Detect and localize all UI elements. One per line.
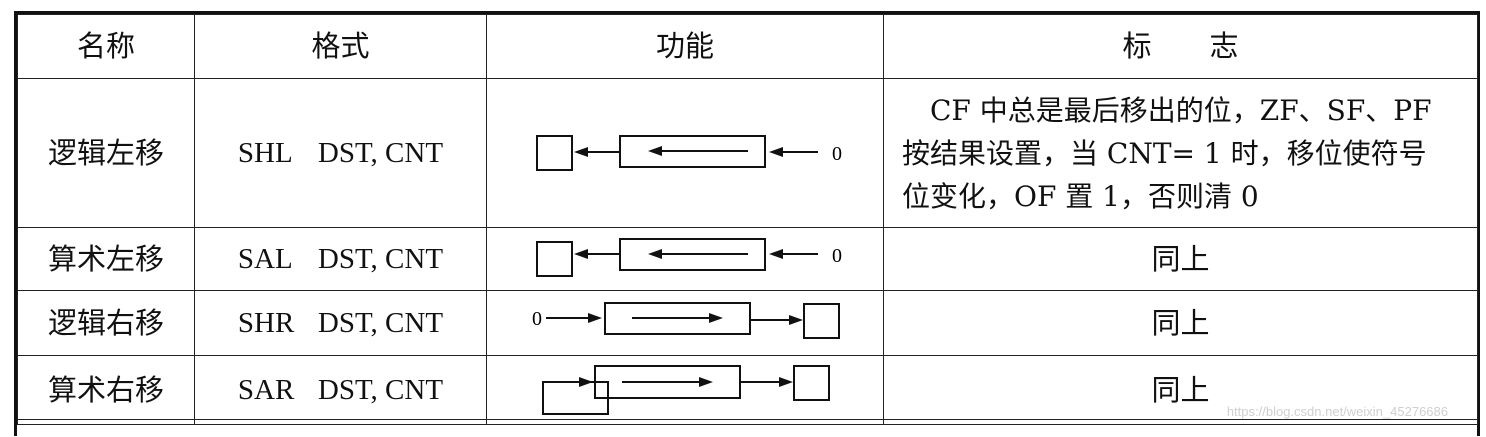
row-format: SHR DST, CNT — [194, 290, 487, 356]
table-bottom-edge — [17, 419, 1477, 437]
row-flags: CF 中总是最后移出的位，ZF、SF、PF 按结果设置，当 CNT= 1 时，移… — [883, 78, 1478, 228]
header-row: 名称 格式 功能 标 志 — [17, 14, 1478, 79]
row-args: DST, CNT — [317, 373, 444, 406]
zero-label: 0 — [532, 308, 542, 330]
row-op: SAL — [237, 242, 293, 275]
table-row: 算术左移 SAL DST, CNT 0 同上 — [17, 227, 1478, 291]
watermark: https://blog.csdn.net/weixin_45276686 — [1226, 404, 1448, 419]
header-format: 格式 — [194, 14, 487, 79]
row-args: DST, CNT — [317, 242, 444, 275]
shift-instructions-table: 名称 格式 功能 标 志 逻辑左移 SHL DST, CNT 0 — [17, 14, 1478, 425]
row-op: SAR — [237, 373, 295, 406]
zero-label: 0 — [832, 245, 842, 267]
row-format: SAL DST, CNT — [194, 227, 487, 291]
row-format: SHL DST, CNT — [194, 78, 487, 228]
row-flags: 同上 — [883, 355, 1478, 425]
row-op: SHR — [237, 306, 295, 339]
flags-line: CF 中总是最后移出的位，ZF、SF、PF — [902, 93, 1432, 127]
table-row: 逻辑左移 SHL DST, CNT 0 CF 中总是最后移出的位，ZF、SF、PF — [17, 78, 1478, 228]
row-name: 算术右移 — [17, 355, 195, 425]
sal-diagram: 0 — [486, 227, 884, 291]
row-flags: 同上 — [883, 290, 1478, 356]
row-args: DST, CNT — [317, 306, 444, 339]
flags-line: 按结果设置，当 CNT= 1 时，移位使符号 — [902, 136, 1427, 170]
shift-left-diagram: 0 — [536, 238, 842, 277]
row-op: SHL — [237, 136, 293, 169]
shift-left-diagram: 0 — [536, 135, 842, 171]
shl-diagram: 0 — [486, 78, 884, 228]
table-frame — [14, 11, 1480, 436]
shr-diagram: 0 — [486, 290, 884, 356]
row-name: 逻辑左移 — [17, 78, 195, 228]
row-args: DST, CNT — [317, 136, 444, 169]
table-row: 算术右移 SAR DST, CNT 同上 — [17, 355, 1478, 425]
sar-diagram — [486, 355, 884, 425]
row-name: 算术左移 — [17, 227, 195, 291]
shift-right-diagram: 0 — [532, 302, 840, 339]
row-name: 逻辑右移 — [17, 290, 195, 356]
row-flags: 同上 — [883, 227, 1478, 291]
header-name: 名称 — [17, 14, 195, 79]
row-format: SAR DST, CNT — [194, 355, 487, 425]
table-row: 逻辑右移 SHR DST, CNT 0 同上 — [17, 290, 1478, 356]
zero-label: 0 — [832, 143, 842, 165]
header-flags: 标 志 — [883, 14, 1478, 79]
flags-line: 位变化，OF 置 1，否则清 0 — [902, 179, 1259, 213]
arith-shift-right-diagram — [542, 365, 830, 415]
header-function: 功能 — [486, 14, 884, 79]
